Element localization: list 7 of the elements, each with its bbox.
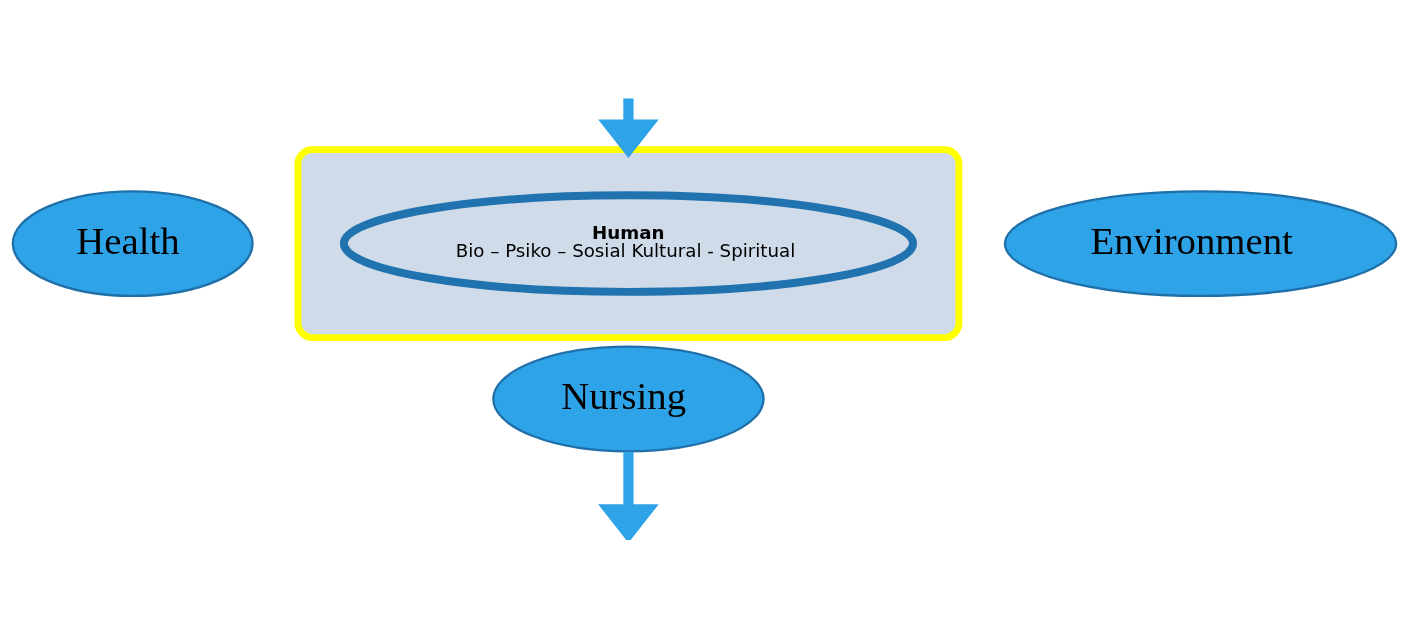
arrow	[598, 98, 659, 158]
arrow	[598, 451, 659, 540]
node-ellipse: Human Bio – Psiko – Sosial Kultural - Spiritual	[339, 191, 918, 296]
cluster	[294, 146, 963, 341]
node-ellipse: Health	[11, 190, 254, 298]
node-ellipse: Environment	[1003, 190, 1398, 298]
node-ellipse: Nursing	[492, 345, 765, 453]
